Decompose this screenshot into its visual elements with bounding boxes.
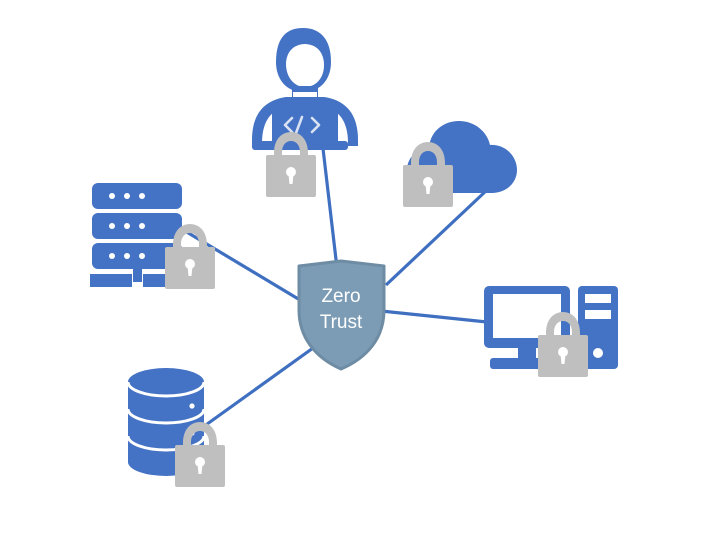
shield-label-line1: Zero [321,286,360,307]
person-laptop-icon [252,28,358,150]
shield-label-line2: Trust [320,312,363,333]
padlock-icon-database [175,422,225,487]
padlock-icon-workstation [538,312,588,377]
padlock-icon-cloud [403,142,453,207]
server-rack-icon [90,183,185,287]
connector-cloud-shield [384,188,489,287]
padlock-icon-developer [266,132,316,197]
connector-database-shield [202,341,321,429]
connector-workstation-shield [380,309,488,324]
padlock-icon-server [165,224,215,289]
connector-developer-shield [320,139,339,269]
padlocks [165,132,588,487]
shield[interactable]: Zero Trust [297,259,386,371]
